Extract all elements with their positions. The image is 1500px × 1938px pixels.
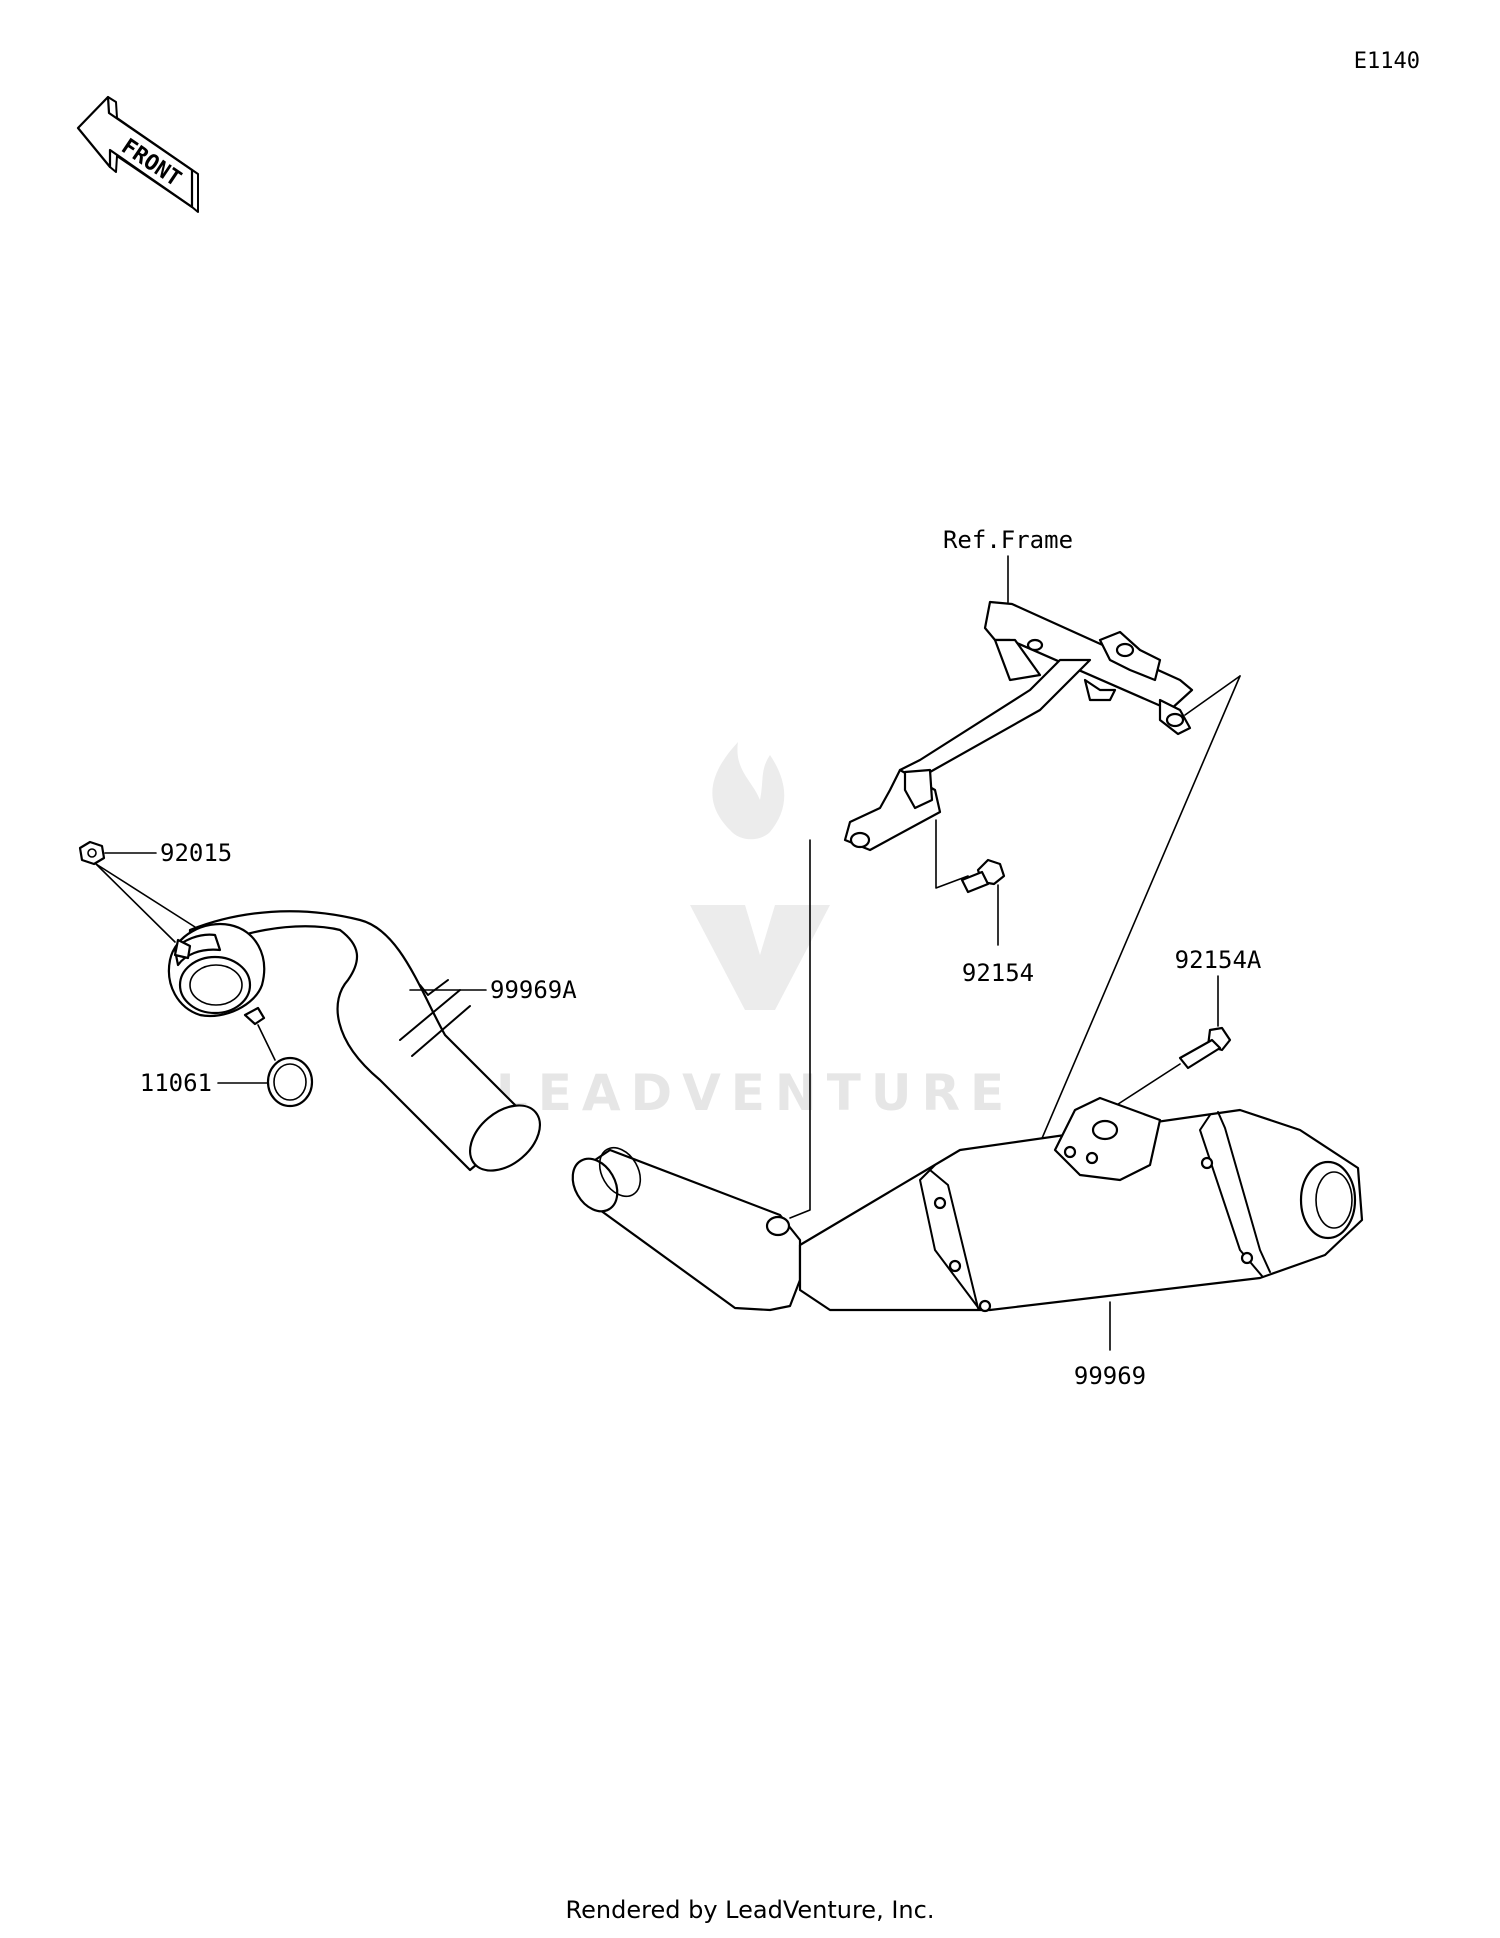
part-number-99969: 99969 (1074, 1362, 1146, 1390)
footer-credit: Rendered by LeadVenture, Inc. (566, 1896, 935, 1924)
bolt-92154-leader-a (935, 819, 969, 889)
gasket-11061-part (266, 1056, 314, 1108)
part-number-92154a: 92154A (1175, 946, 1262, 974)
leadventure-watermark: LEADVENTURE (496, 742, 1014, 1122)
part-number-92154: 92154 (962, 959, 1034, 987)
gasket-11061-leader-a (257, 1024, 276, 1061)
nut-92015-leader-b (95, 863, 196, 928)
bolt-92154-part (960, 858, 1006, 894)
frame-rivet (1026, 638, 1044, 652)
part-number-11061: 11061 (140, 1069, 212, 1097)
ref-frame-label: Ref.Frame (943, 526, 1073, 554)
ref-line-left (789, 839, 811, 1219)
ref-line-right (1021, 675, 1241, 1186)
diagram-id: E1140 (1354, 49, 1420, 74)
muffler-99969-part (571, 1096, 1364, 1313)
ref-line-top (1184, 675, 1241, 716)
part-number-92015: 92015 (160, 839, 232, 867)
frame-bolt-hole (849, 831, 871, 849)
frame-bracket-part (843, 600, 1194, 852)
exhaust-header-99969a-part (167, 910, 542, 1172)
nut-92015-part (78, 840, 106, 866)
nut-92015-leader-c (95, 863, 176, 943)
frame-mount-hole-b (1165, 712, 1185, 728)
front-direction-arrow-icon: FRONT (76, 95, 199, 213)
bolt-92154a-part (1178, 1026, 1232, 1070)
watermark-text: LEADVENTURE (496, 1064, 1014, 1122)
part-number-99969a: 99969A (490, 976, 577, 1004)
header-mount-tab (765, 1215, 791, 1237)
watermark-v-icon (690, 905, 830, 1010)
watermark-flame-icon (712, 742, 785, 840)
muffler-outlet (1299, 1160, 1357, 1240)
frame-mount-hole-a (1115, 642, 1135, 658)
bolt-92154a-leader-b (1111, 1063, 1181, 1109)
